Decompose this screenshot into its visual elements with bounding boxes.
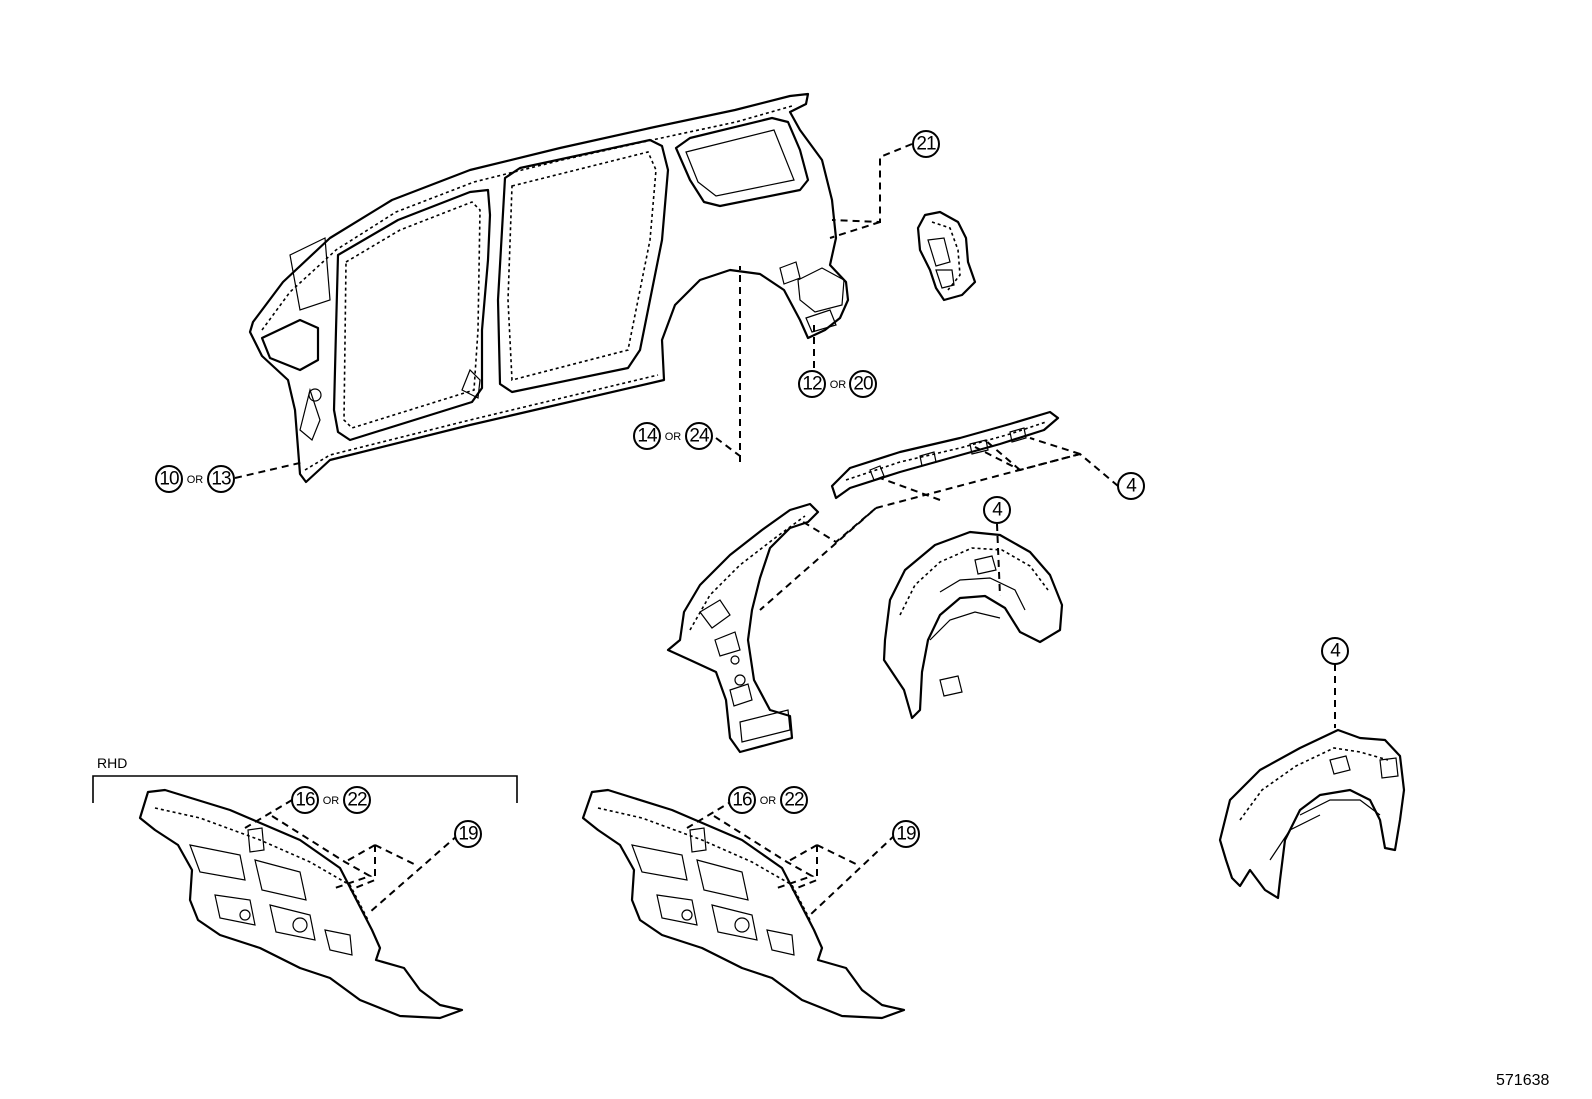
front-pillar-inner [666, 502, 820, 754]
svg-text:4: 4 [992, 500, 1003, 521]
callout-4-roof-rail: 4 [1117, 472, 1145, 500]
svg-text:20: 20 [853, 374, 873, 395]
leader-lines [234, 143, 1336, 916]
rhd-label: RHD [97, 755, 127, 771]
callout-16-or-22-rhd: 16 OR 22 [291, 786, 371, 814]
svg-text:24: 24 [689, 426, 710, 447]
front-wheel-house [1218, 728, 1406, 900]
svg-text:19: 19 [896, 824, 916, 845]
roof-side-rail-inner [830, 410, 1060, 500]
svg-text:OR: OR [323, 795, 340, 807]
svg-text:4: 4 [1330, 641, 1341, 662]
svg-text:19: 19 [458, 824, 478, 845]
rear-pillar-extension [916, 210, 977, 302]
callout-4-front-wheel-house: 4 [1321, 637, 1349, 665]
callout-12-or-20: 12 OR 20 [798, 370, 877, 398]
svg-text:OR: OR [665, 431, 682, 443]
callout-14-or-24: 14 OR 24 [633, 422, 713, 450]
svg-text:OR: OR [187, 474, 204, 486]
svg-text:22: 22 [784, 790, 804, 811]
callout-19: 19 [892, 820, 920, 848]
dash-panel-rhd [138, 788, 464, 1020]
callout-10-or-13: 10 OR 13 [155, 465, 235, 493]
dash-panel [581, 788, 906, 1020]
svg-text:21: 21 [916, 134, 936, 155]
rear-wheel-house-inner [882, 530, 1064, 720]
svg-text:13: 13 [211, 469, 231, 490]
diagram-reference-number: 571638 [1496, 1072, 1549, 1089]
callout-16-or-22: 16 OR 22 [728, 786, 808, 814]
rhd-bracket: RHD [92, 755, 518, 803]
svg-text:10: 10 [159, 469, 179, 490]
svg-text:14: 14 [637, 426, 658, 447]
svg-text:16: 16 [732, 790, 752, 811]
svg-text:4: 4 [1126, 476, 1137, 497]
svg-text:12: 12 [802, 374, 822, 395]
svg-text:22: 22 [347, 790, 367, 811]
svg-text:OR: OR [760, 795, 777, 807]
body-side-outer-panel [248, 92, 850, 484]
svg-text:16: 16 [295, 790, 315, 811]
callout-4-wheel-house: 4 [983, 496, 1011, 524]
callout-21: 21 [912, 130, 940, 158]
svg-text:OR: OR [830, 379, 847, 391]
callout-19-rhd: 19 [454, 820, 482, 848]
